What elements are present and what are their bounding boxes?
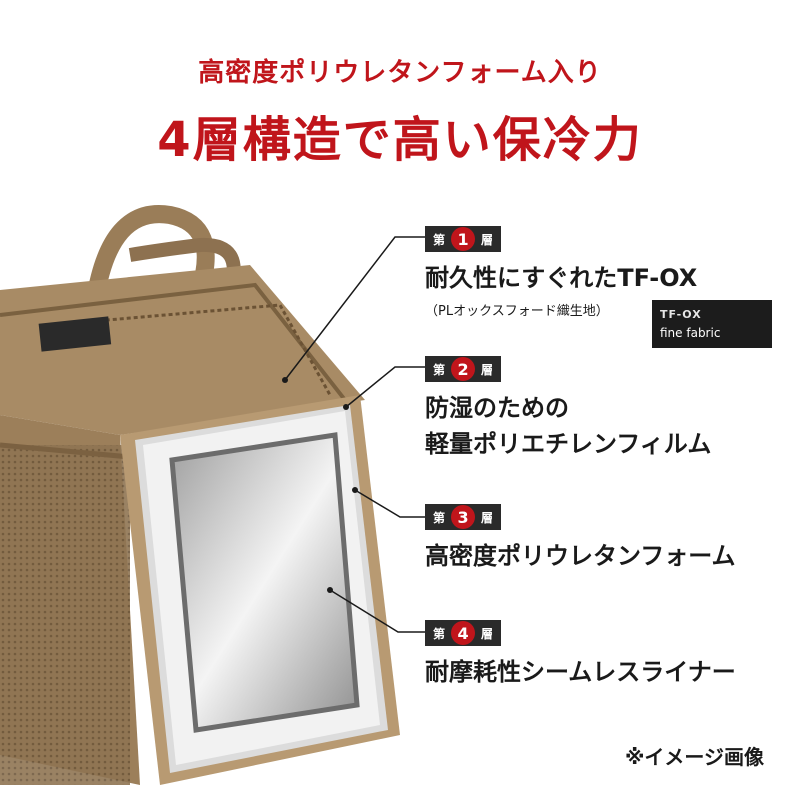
layer-4-text: 耐摩耗性シームレスライナー bbox=[425, 658, 736, 686]
layer-2-text-line2: 軽量ポリエチレンフィルム bbox=[425, 430, 712, 458]
layer-1-note: （PLオックスフォード織生地） bbox=[425, 304, 609, 319]
headline-sub: 高密度ポリウレタンフォーム入り bbox=[198, 58, 602, 88]
layer-2: 第 2 層 防湿のための 軽量ポリエチレンフィルム bbox=[425, 356, 711, 462]
layer-3: 第 3 層 高密度ポリウレタンフォーム bbox=[425, 504, 736, 574]
layer-4-label: 第 4 層 bbox=[425, 620, 502, 646]
pointer-line-3 bbox=[354, 489, 425, 518]
layer-2-number: 2 bbox=[451, 357, 476, 381]
layer-3-label: 第 3 層 bbox=[425, 504, 502, 530]
pointer-line-1 bbox=[284, 236, 425, 381]
liner-layer bbox=[169, 432, 360, 733]
pointer-line-2 bbox=[345, 366, 425, 408]
layer-3-number: 3 bbox=[451, 505, 476, 529]
layer-1-label: 第 1 層 bbox=[425, 226, 502, 252]
bag-handle bbox=[86, 205, 215, 302]
layer-3-text: 高密度ポリウレタンフォーム bbox=[425, 542, 736, 570]
layer-2-label: 第 2 層 bbox=[425, 356, 502, 382]
layer-1-number: 1 bbox=[451, 227, 476, 251]
layer-1: 第 1 層 耐久性にすぐれたTF-OX （PLオックスフォード織生地） bbox=[425, 226, 697, 319]
bag-cross-section-illustration bbox=[0, 205, 425, 785]
layer-2-text-line1: 防湿のための bbox=[425, 394, 569, 422]
tf-ox-badge: TF-OX fine fabric bbox=[652, 300, 772, 348]
layer-1-text: 耐久性にすぐれたTF-OX bbox=[425, 264, 698, 292]
layer-4: 第 4 層 耐摩耗性シームレスライナー bbox=[425, 620, 736, 690]
layer-4-number: 4 bbox=[451, 621, 476, 645]
image-disclaimer: ※イメージ画像 bbox=[624, 745, 764, 769]
bag-handle-front bbox=[128, 237, 241, 293]
pointer-line-4 bbox=[329, 589, 425, 633]
headline-main: 4層構造で高い保冷力 bbox=[157, 112, 643, 168]
